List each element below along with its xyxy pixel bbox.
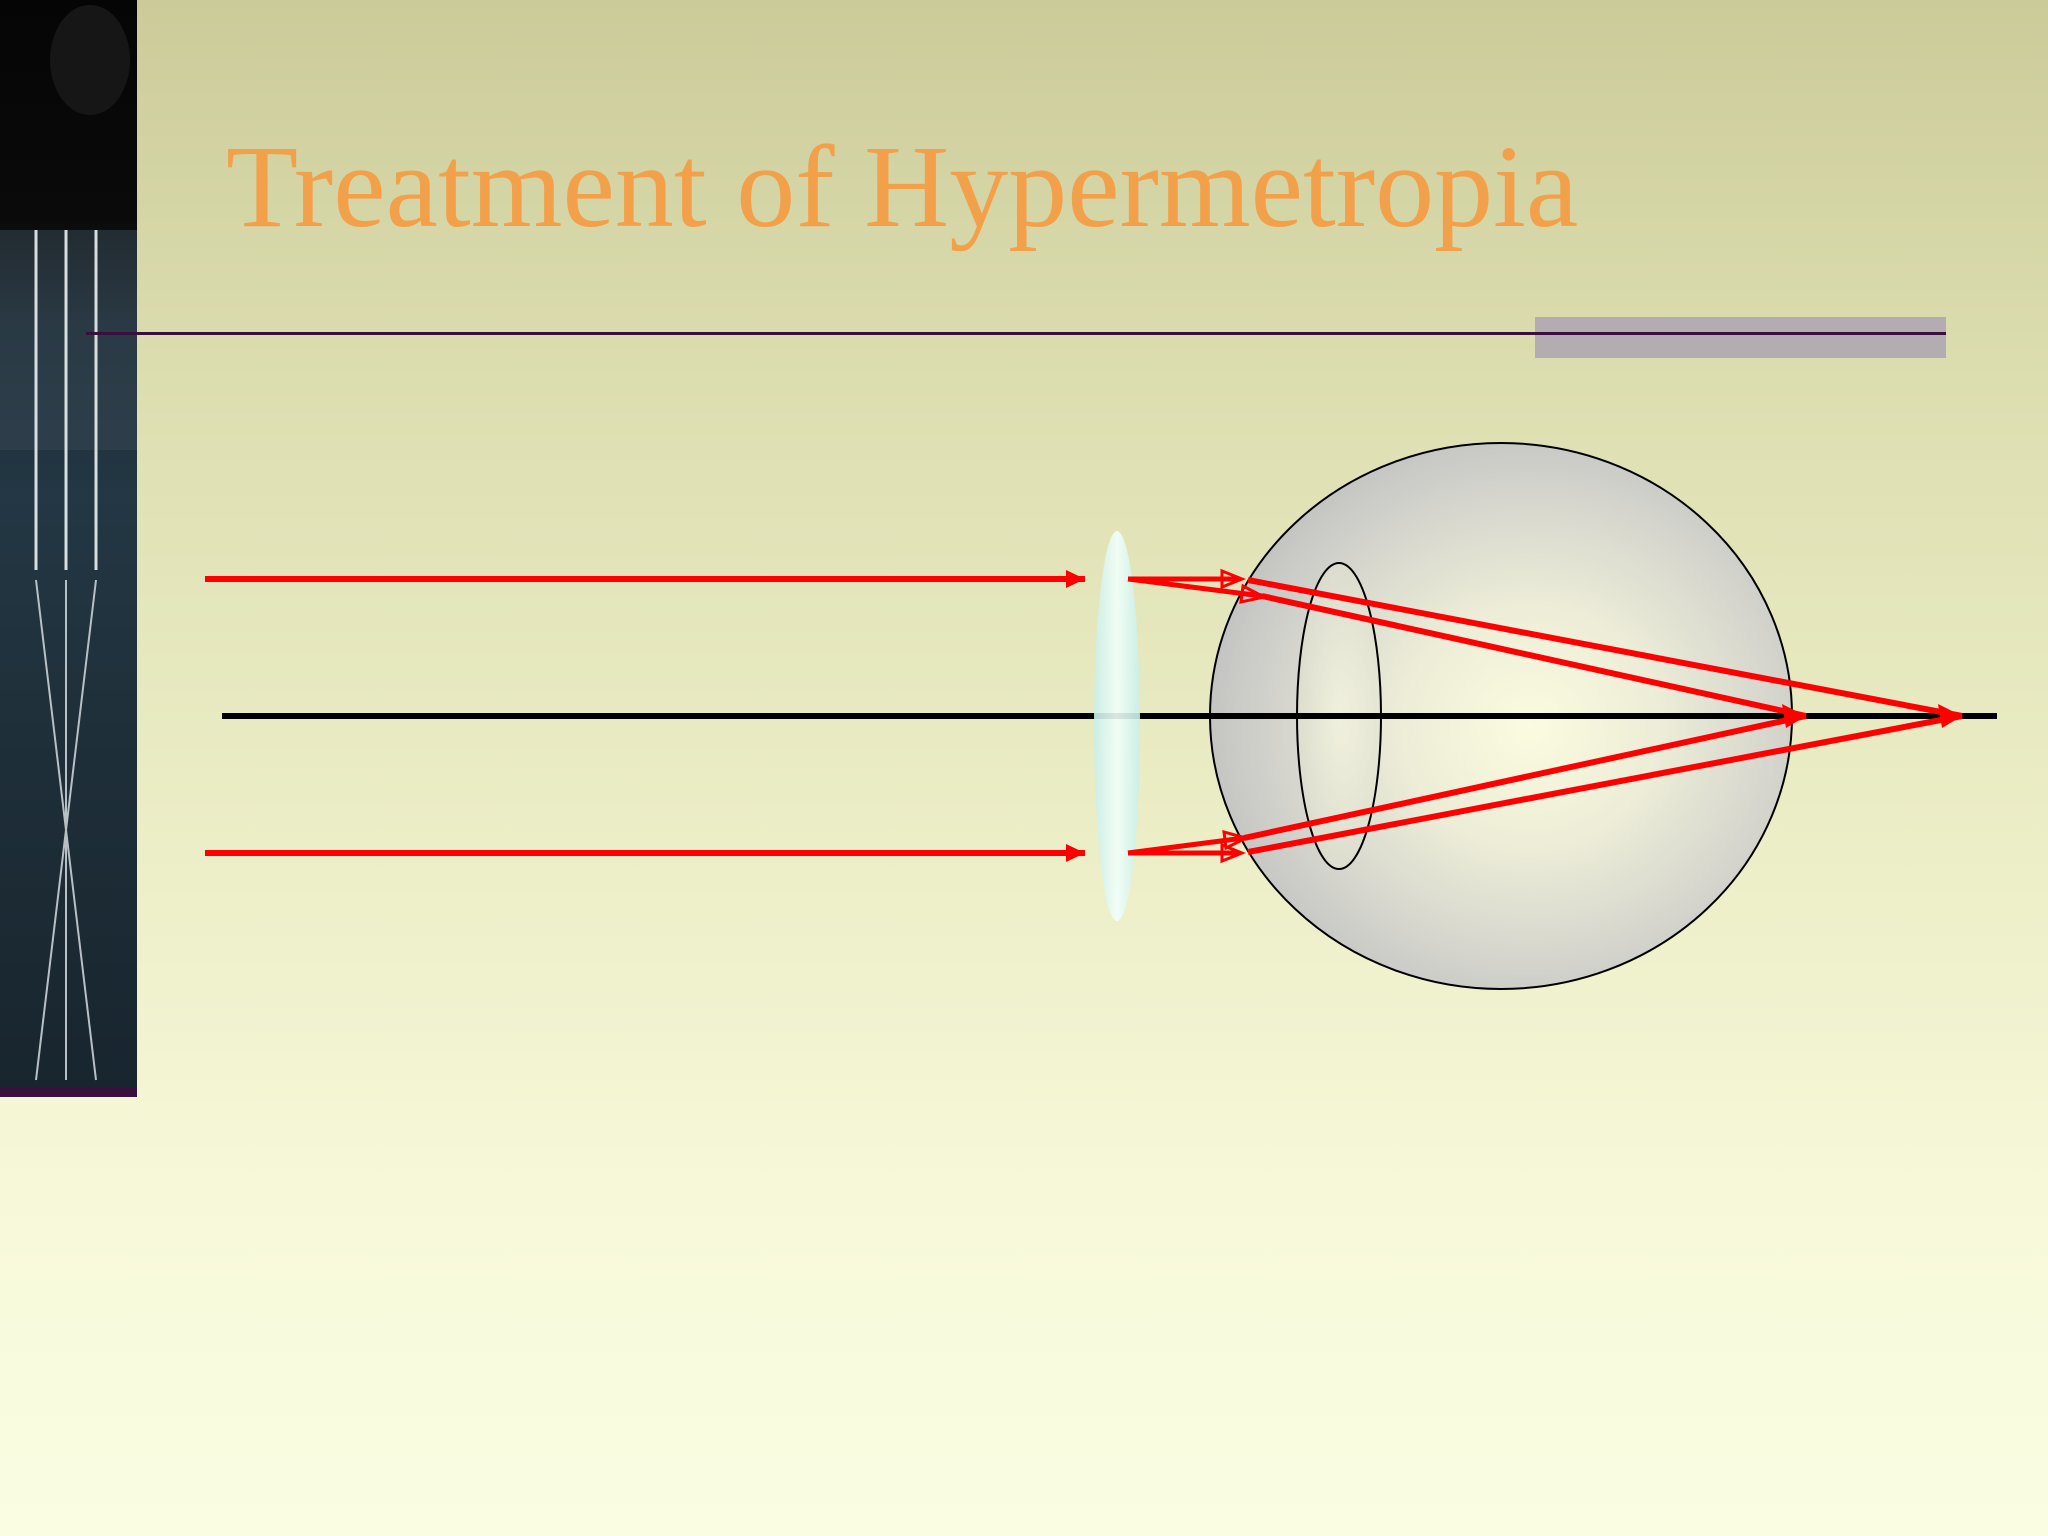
incoming-ray-top-arrow (1066, 570, 1085, 588)
slide-title: Treatment of Hypermetropia (226, 121, 1579, 252)
side-photo-strip (0, 0, 137, 1097)
title-rule-accent (1535, 317, 1946, 358)
uncorrected-ray-top-entry-arrow (1220, 568, 1247, 590)
uncorrected-ray-top (1247, 577, 1963, 719)
corrected-ray-top-entry-arrow (1239, 583, 1269, 604)
incoming-ray-bottom-arrow (1066, 844, 1085, 862)
optical-fiber-photo-icon (0, 0, 137, 1097)
focus-behind-retina-arrow (1938, 704, 1962, 728)
convex-lens-icon (1094, 531, 1140, 921)
corrected-ray-bottom (1243, 713, 1807, 841)
focus-on-retina-arrow (1782, 704, 1806, 728)
corrected-ray-bottom-entry-arrow (1222, 829, 1251, 851)
uncorrected-ray-bottom-entry-arrow (1220, 842, 1247, 864)
corrected-ray-top-entry (1127, 576, 1263, 599)
uncorrected-ray-bottom (1247, 713, 1963, 855)
corrected-ray-top (1261, 593, 1807, 719)
title-rule (86, 332, 1946, 335)
